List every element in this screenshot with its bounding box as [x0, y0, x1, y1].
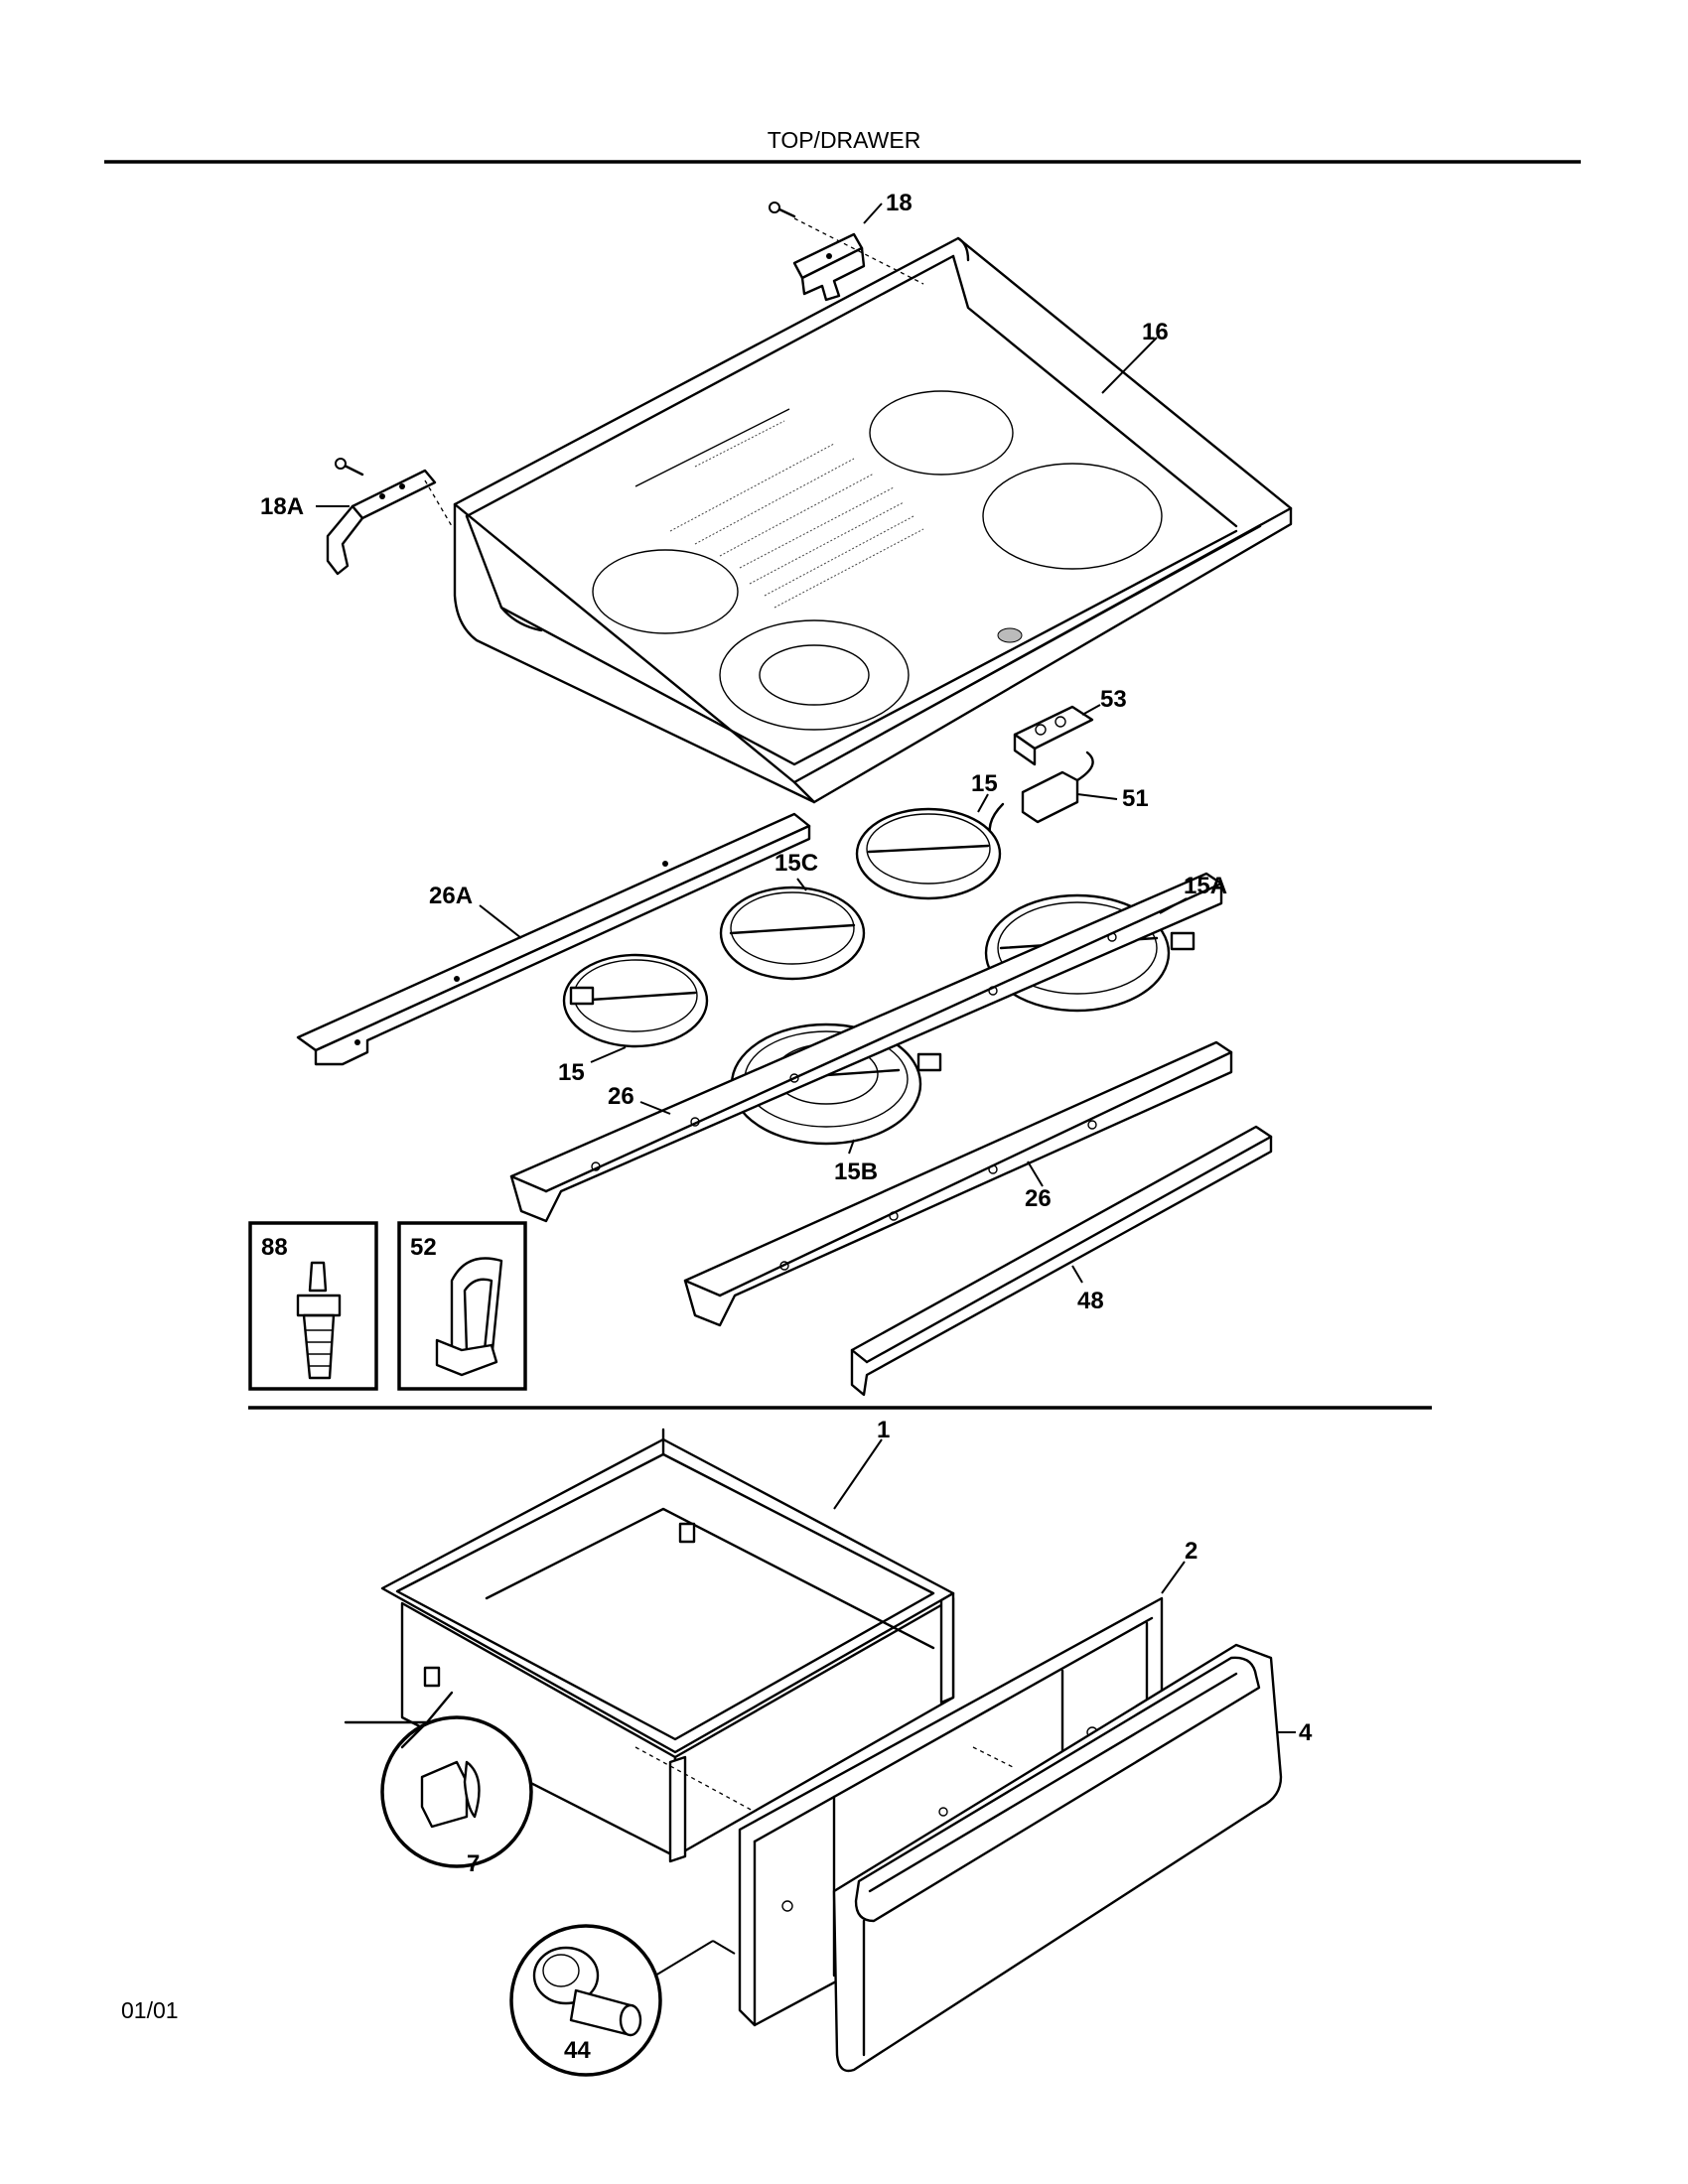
cooktop-glass-top [453, 236, 1293, 804]
page-title: TOP/DRAWER [767, 127, 921, 153]
callout-15c: 15C [774, 850, 818, 877]
callout-52: 52 [410, 1234, 437, 1261]
detail-circle-44 [509, 1924, 736, 2077]
radiant-element-front-left [562, 953, 709, 1048]
callout-44: 44 [564, 2037, 591, 2064]
callout-15b: 15B [834, 1159, 878, 1185]
rear-support-channel [296, 812, 811, 1066]
callout-1: 1 [877, 1417, 890, 1443]
callout-88: 88 [261, 1234, 288, 1261]
glass-burner-outline-rear-left [592, 549, 739, 634]
inset-box-88 [248, 1221, 378, 1391]
radiant-element-rear-right [855, 807, 1002, 900]
glass-logo-mark [997, 627, 1023, 643]
front-trim-strip [850, 1125, 1273, 1397]
callout-4: 4 [1299, 1719, 1313, 1746]
callout-53: 53 [1100, 686, 1127, 713]
callout-18: 18 [886, 190, 913, 216]
callout-48: 48 [1077, 1288, 1104, 1314]
terminal-block-cover [1013, 705, 1094, 766]
callout-7: 7 [467, 1850, 480, 1877]
callout-15-front: 15 [558, 1059, 585, 1086]
callout-16: 16 [1142, 319, 1169, 345]
terminal-block [988, 751, 1094, 846]
radiant-element-rear-left [719, 886, 866, 981]
date-code: 01/01 [121, 1997, 179, 2023]
rear-hinge-bracket [769, 202, 924, 302]
drawer-body [380, 1428, 955, 1863]
leader-lines [316, 203, 1296, 1733]
detail-circle-7 [344, 1691, 533, 1868]
front-support-channel-right [683, 1040, 1233, 1327]
glass-burner-outline-front-right [982, 463, 1163, 570]
callout-15-rear: 15 [971, 770, 998, 797]
inset-box-52 [397, 1221, 527, 1391]
glass-burner-inner-front-left [759, 644, 870, 706]
drawer-outer-front [832, 1643, 1283, 2073]
callout-2: 2 [1185, 1538, 1197, 1565]
callout-51: 51 [1122, 785, 1149, 812]
glass-burner-outline-rear-right [869, 390, 1014, 476]
callout-26a: 26A [429, 883, 473, 909]
glass-burner-outline-front-left [719, 619, 910, 731]
callout-18a: 18A [260, 493, 304, 520]
callout-26-left: 26 [608, 1083, 634, 1110]
callout-26-right: 26 [1025, 1185, 1052, 1212]
vent-slots [669, 420, 924, 609]
callout-15a: 15A [1184, 873, 1227, 899]
left-hinge-bracket [326, 458, 453, 576]
front-support-channel-left [509, 872, 1223, 1223]
